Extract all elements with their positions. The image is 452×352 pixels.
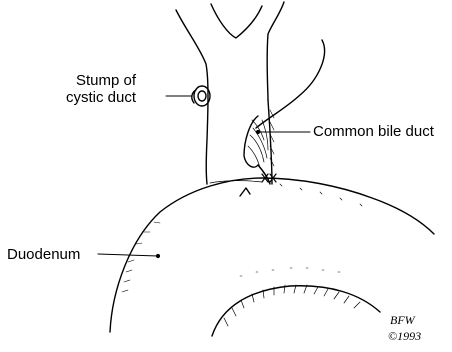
leader-lines — [98, 96, 310, 258]
signature-year: ©1993 — [388, 329, 421, 343]
common-bile-duct-label: Common bile duct — [313, 123, 434, 140]
artist-signature: BFW ©1993 — [388, 313, 421, 343]
duodenum-leader-line — [98, 254, 158, 256]
stump-label-line1: Stump of — [66, 72, 136, 89]
duodenal-fold — [212, 268, 380, 336]
signature-initials: BFW — [390, 313, 416, 327]
duodenum-leader-dot — [156, 254, 159, 257]
cbd-leader-dot — [256, 130, 259, 133]
stump-of-cystic-duct-label: Stump of cystic duct — [66, 72, 136, 106]
duodenum-label: Duodenum — [7, 246, 80, 263]
stump-label-line2: cystic duct — [66, 89, 136, 106]
